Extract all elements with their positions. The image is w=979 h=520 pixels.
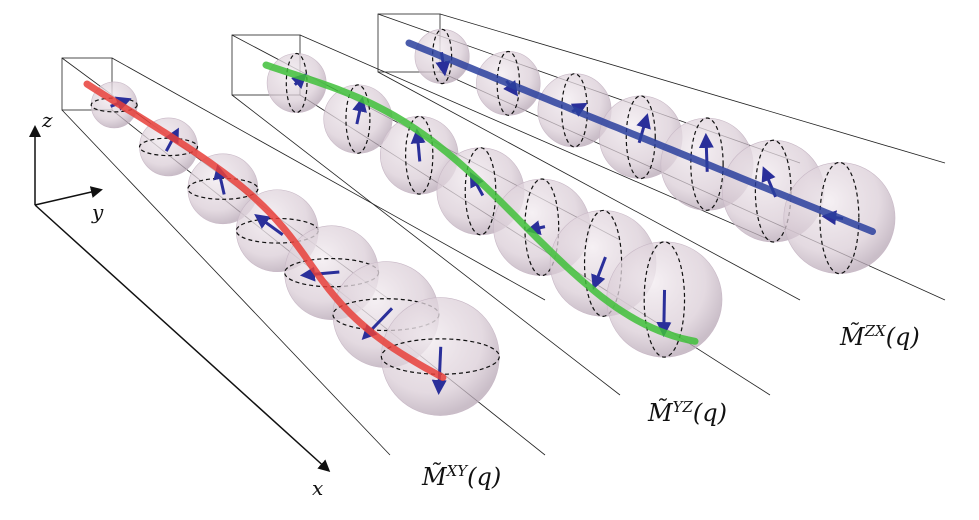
panel-label-yz: M̃YZ(q) xyxy=(648,398,727,427)
spin-arrow xyxy=(591,256,607,291)
spin-arrow xyxy=(431,346,447,395)
axis-label-y: y xyxy=(92,200,104,224)
panel-xy xyxy=(61,57,546,456)
panel-label-xy: M̃XY(q) xyxy=(422,462,502,491)
coordinate-axes xyxy=(29,125,331,473)
spin-arrow xyxy=(410,128,426,162)
spin-arrow xyxy=(254,213,284,236)
spin-arrow xyxy=(352,96,367,125)
axis-label-z: z xyxy=(42,108,53,132)
panel-zx xyxy=(377,13,946,301)
panel-label-zx: M̃ZX(q) xyxy=(840,322,920,351)
spin-arrow xyxy=(656,289,672,338)
axis-label-x: x xyxy=(312,476,324,500)
spin-arrow xyxy=(299,266,340,282)
helix-curve xyxy=(405,39,876,235)
helix-curve xyxy=(262,61,699,345)
helix-curve xyxy=(83,80,447,381)
spin-arrow xyxy=(213,164,228,195)
panel-yz xyxy=(231,34,771,396)
spin-arrow xyxy=(525,220,546,236)
